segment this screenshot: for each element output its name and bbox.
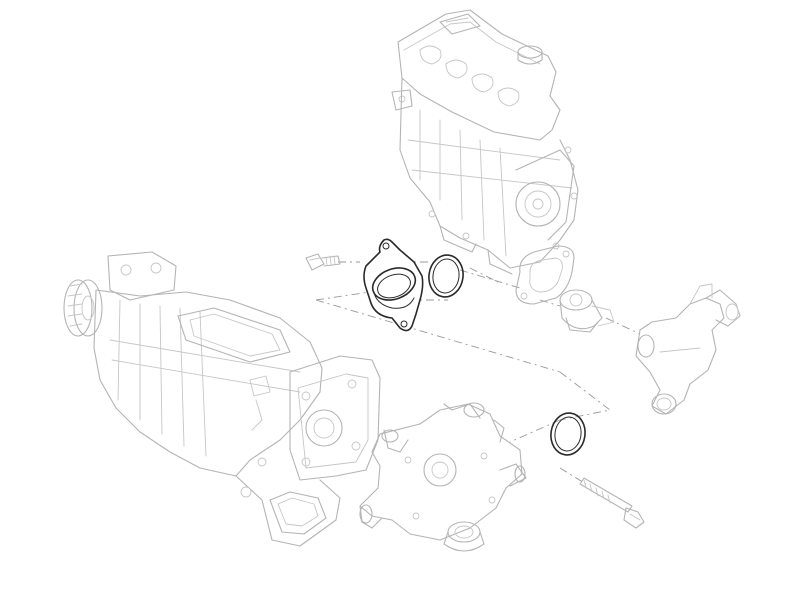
gasket [515,245,575,305]
coolant-outlet-housing [635,283,741,415]
leader-lines [315,261,641,485]
o-ring-upper [428,254,464,298]
bolt-short [305,253,341,271]
supercharger [63,251,381,547]
engine-block [391,9,579,275]
bolt-long [579,477,645,529]
thermostat-flange [363,238,424,332]
water-pump [359,402,527,552]
thermostat [559,289,615,333]
o-ring-lower [550,412,586,456]
